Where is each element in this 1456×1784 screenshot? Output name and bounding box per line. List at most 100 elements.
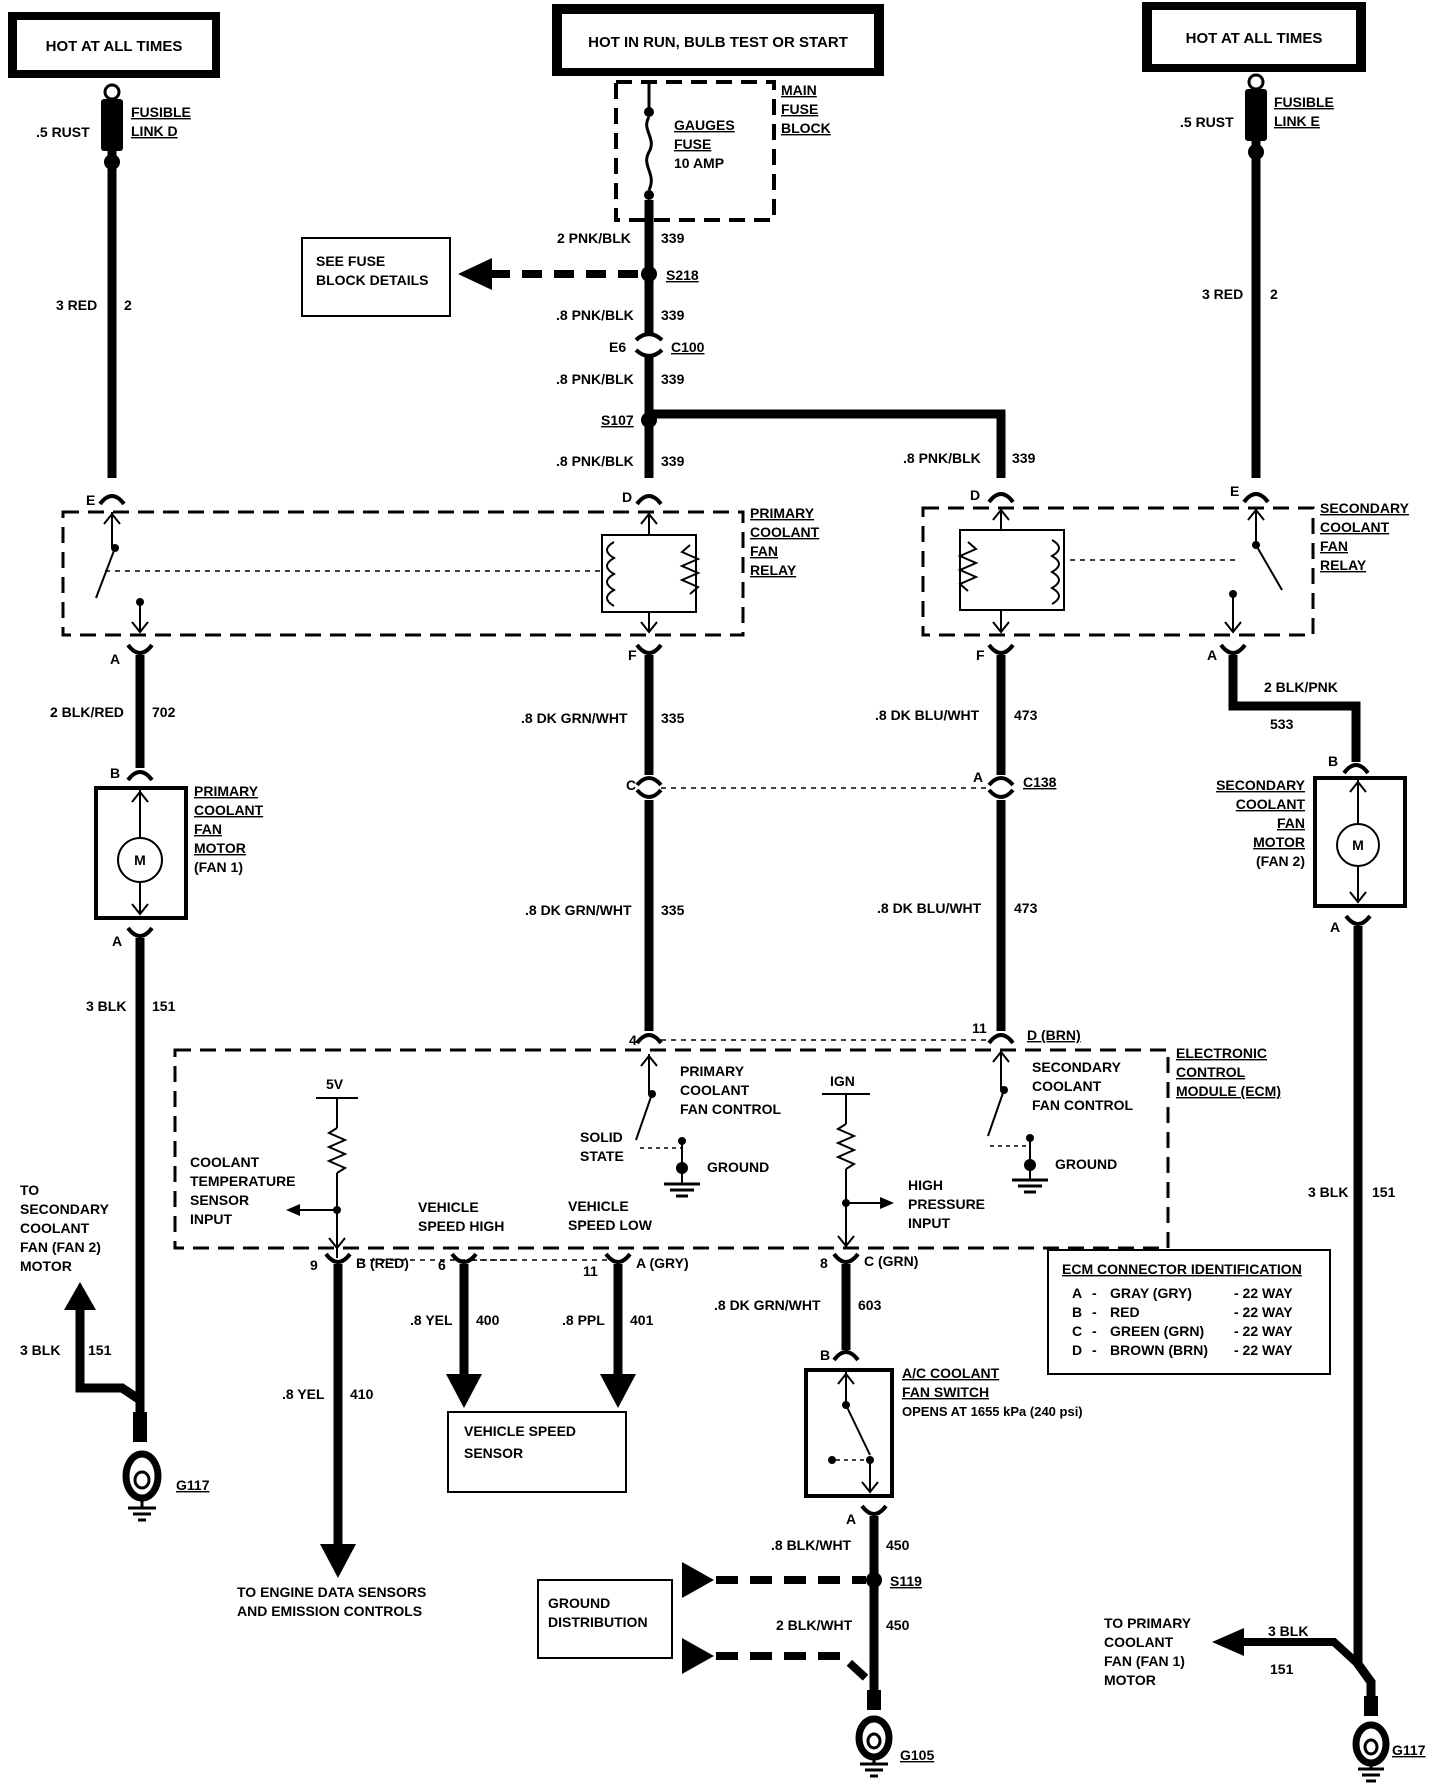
ecm-id-row-way: - 22 WAY bbox=[1234, 1323, 1293, 1339]
header-left-text: HOT AT ALL TIMES bbox=[46, 38, 183, 55]
blk-red-circuit: 702 bbox=[152, 704, 176, 720]
header-right: HOT AT ALL TIMES bbox=[1142, 2, 1366, 72]
primary-relay-switch bbox=[95, 547, 116, 599]
see-fuse-block-label1: SEE FUSE bbox=[316, 253, 385, 269]
red-right-size: 3 RED bbox=[1202, 286, 1243, 302]
resistor-icon bbox=[835, 1123, 857, 1170]
pin-b-red: B (RED) bbox=[356, 1255, 409, 1271]
red-right-circuit: 2 bbox=[1270, 286, 1278, 302]
red-left-size: 3 RED bbox=[56, 297, 97, 313]
ecm-id-row: D - BROWN (BRN) - 22 WAY bbox=[1072, 1342, 1293, 1358]
ground-label1: GROUND bbox=[707, 1159, 769, 1175]
arrow-down-icon bbox=[320, 1544, 356, 1578]
ground-g117-right: G117 bbox=[1352, 1696, 1426, 1783]
wire-410: .8 YEL 410 TO ENGINE DATA SENSORS AND EM… bbox=[237, 1264, 426, 1619]
gauges-fuse-label2: FUSE bbox=[674, 136, 711, 152]
see-fuse-block-details: SEE FUSE BLOCK DETAILS bbox=[301, 237, 640, 317]
c100-pin: E6 bbox=[609, 339, 626, 355]
ecm-id-row-pin: A bbox=[1072, 1285, 1082, 1301]
ac-switch-label3: OPENS AT 1655 kPa (240 psi) bbox=[902, 1404, 1083, 1419]
blu-wht-2-circuit: 473 bbox=[1014, 900, 1038, 916]
pin-b-secondary-motor: B bbox=[1328, 753, 1338, 769]
blk-red-label: 2 BLK/RED bbox=[50, 704, 124, 720]
pin-a-secondary-motor: A bbox=[1330, 919, 1340, 935]
secondary-coolant-fan-relay: D E SECONDARY COOLANT FAN RELAY bbox=[921, 483, 1410, 637]
header-center-text: HOT IN RUN, BULB TEST OR START bbox=[588, 34, 848, 51]
ecm-id-row: A - GRAY (GRY) - 22 WAY bbox=[1072, 1285, 1293, 1301]
blk-right-low-circuit: 151 bbox=[1270, 1661, 1294, 1677]
ac-coolant-fan-switch: A/C COOLANT FAN SWITCH OPENS AT 1655 kPa… bbox=[804, 1365, 1083, 1498]
pin-11-bottom: 11 bbox=[583, 1263, 598, 1279]
gauges-fuse-label1: GAUGES bbox=[674, 117, 735, 133]
motor-symbol-secondary: M bbox=[1352, 837, 1364, 853]
wire-603: B .8 DK GRN/WHT 603 bbox=[714, 1264, 882, 1363]
ecm-id-row-pin: C bbox=[1072, 1323, 1082, 1339]
grn-wht-2-label: .8 DK GRN/WHT bbox=[525, 902, 632, 918]
gauges-fuse-label3: 10 AMP bbox=[674, 155, 724, 171]
vss-label2: SENSOR bbox=[464, 1445, 523, 1461]
pnk-d-circuit: 339 bbox=[661, 453, 685, 469]
pin-6: 6 bbox=[438, 1257, 446, 1273]
primary-control-switch bbox=[635, 1093, 653, 1141]
vsl-label2: SPEED LOW bbox=[568, 1217, 653, 1233]
pin-b-primary-motor: B bbox=[110, 765, 120, 781]
wire-401: .8 PPL 401 bbox=[562, 1264, 654, 1408]
arrow-up-icon bbox=[64, 1282, 96, 1310]
blk-left-label: 3 BLK bbox=[86, 998, 126, 1014]
connector-c100-bottom bbox=[634, 348, 664, 358]
ac-switch-contact bbox=[845, 1404, 871, 1456]
to-secondary-label5: MOTOR bbox=[20, 1258, 72, 1274]
wire-335: F C 4 .8 DK GRN/WHT 335 .8 DK GRN/WHT 33… bbox=[521, 643, 685, 1048]
primary-coolant-fan-relay: E D PRIMARY COOLANT FAN RELAY bbox=[61, 489, 820, 637]
secondary-relay-label1: SECONDARY bbox=[1320, 500, 1410, 516]
ground-distribution: GROUND DISTRIBUTION bbox=[537, 1579, 673, 1659]
to-secondary-fan-link: TO SECONDARY COOLANT FAN (FAN 2) MOTOR 3… bbox=[20, 1182, 143, 1404]
primary-relay-label3: FAN bbox=[750, 543, 778, 559]
vsh-label2: SPEED HIGH bbox=[418, 1218, 504, 1234]
pin-e-secondary: E bbox=[1230, 483, 1239, 499]
pin-11-top: 11 bbox=[972, 1020, 987, 1036]
to-secondary-label3: COOLANT bbox=[20, 1220, 90, 1236]
ground-distribution-label1: GROUND bbox=[548, 1595, 610, 1611]
ecm-id-row-way: - 22 WAY bbox=[1234, 1342, 1293, 1358]
solid-state-label2: STATE bbox=[580, 1148, 624, 1164]
ecm-id-row-color: BROWN (BRN) bbox=[1110, 1342, 1208, 1358]
splice-s119 bbox=[866, 1572, 882, 1588]
fusible-link-d: .5 RUST FUSIBLE LINK D 3 RED 2 bbox=[36, 83, 191, 478]
hp-label3: INPUT bbox=[908, 1215, 950, 1231]
primary-motor-label3: FAN bbox=[194, 821, 222, 837]
pin-d-brn: D (BRN) bbox=[1027, 1027, 1081, 1043]
secondary-ctrl-label3: FAN CONTROL bbox=[1032, 1097, 1134, 1113]
ground-g105: G105 bbox=[855, 1690, 934, 1778]
secondary-coolant-fan-motor: M SECONDARY COOLANT FAN MOTOR (FAN 2) bbox=[1216, 776, 1407, 908]
pin-a-primary-motor: A bbox=[112, 933, 122, 949]
pin-a-secondary-relay: A bbox=[1207, 647, 1217, 663]
secondary-control-switch bbox=[987, 1089, 1005, 1137]
to-primary-label1: TO PRIMARY bbox=[1104, 1615, 1192, 1631]
arrow-down-icon bbox=[600, 1374, 636, 1408]
fusible-link-e-label2: LINK E bbox=[1274, 113, 1320, 129]
vsh-label1: VEHICLE bbox=[418, 1199, 479, 1215]
secondary-motor-ground-wire: A 3 BLK 151 3 BLK 151 TO PRIMARY COOLANT… bbox=[1104, 914, 1396, 1696]
fusible-link-d-label1: FUSIBLE bbox=[131, 104, 191, 120]
splice-s107-label: S107 bbox=[601, 412, 634, 428]
ac-switch-label1: A/C COOLANT bbox=[902, 1365, 1000, 1381]
ground-distribution-label2: DISTRIBUTION bbox=[548, 1614, 648, 1630]
ecm-5v: 5V bbox=[326, 1076, 344, 1092]
ecm-id-row: B - RED - 22 WAY bbox=[1072, 1304, 1293, 1320]
wire-450: A S119 .8 BLK/WHT 450 2 BLK/WHT 450 bbox=[682, 1504, 922, 1694]
see-fuse-block-label2: BLOCK DETAILS bbox=[316, 272, 429, 288]
ecm-id-row-color: GREEN (GRN) bbox=[1110, 1323, 1204, 1339]
blk-left-low-circuit: 151 bbox=[88, 1342, 112, 1358]
resistor-icon bbox=[326, 1127, 348, 1174]
secondary-motor-label2: COOLANT bbox=[1236, 796, 1306, 812]
primary-motor-circuit: A B 2 BLK/RED 702 bbox=[50, 643, 176, 782]
secondary-motor-label4: MOTOR bbox=[1253, 834, 1305, 850]
blk-right-label: 3 BLK bbox=[1308, 1184, 1348, 1200]
primary-motor-label5: (FAN 1) bbox=[194, 859, 243, 875]
pnk-c-circuit: 339 bbox=[661, 371, 685, 387]
primary-ctrl-label3: FAN CONTROL bbox=[680, 1101, 782, 1117]
ecm-title1: ELECTRONIC bbox=[1176, 1045, 1267, 1061]
pin-4: 4 bbox=[629, 1032, 637, 1048]
fusible-link-e: .5 RUST FUSIBLE LINK E 3 RED 2 bbox=[1180, 73, 1334, 478]
